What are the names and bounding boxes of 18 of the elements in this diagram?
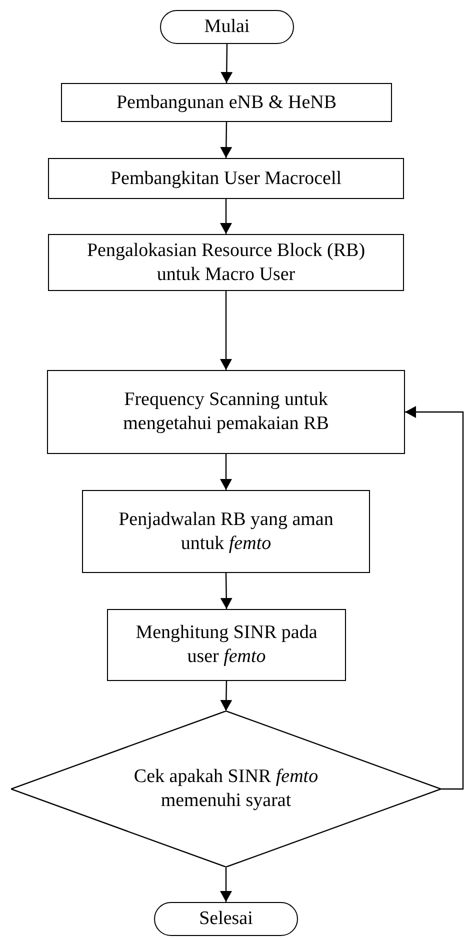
arrow bbox=[220, 291, 232, 370]
arrow bbox=[220, 44, 233, 83]
process-box: Menghitung SINR pada user femto bbox=[107, 609, 346, 681]
process-box: Frequency Scanning untuk mengetahui pemakaian RB bbox=[47, 370, 405, 454]
arrow bbox=[220, 454, 232, 490]
terminal-shape: Selesai bbox=[154, 902, 298, 936]
terminal-shape: Mulai bbox=[160, 10, 294, 44]
process-box: Penjadwalan RB yang aman untuk femto bbox=[82, 490, 370, 573]
process-box: Pembangunan eNB & HeNB bbox=[61, 83, 392, 122]
process-box: Pengalokasian Resource Block (RB) untuk Macro User bbox=[48, 234, 404, 291]
arrow bbox=[220, 680, 232, 712]
decision-diamond: Cek apakah SINR femto memenuhi syarat bbox=[11, 711, 441, 867]
process-box: Pembangkitan User Macrocell bbox=[48, 158, 404, 199]
arrow bbox=[220, 199, 232, 234]
arrow bbox=[405, 406, 464, 790]
arrow bbox=[220, 122, 232, 158]
arrow bbox=[220, 573, 232, 609]
arrow bbox=[220, 867, 232, 902]
